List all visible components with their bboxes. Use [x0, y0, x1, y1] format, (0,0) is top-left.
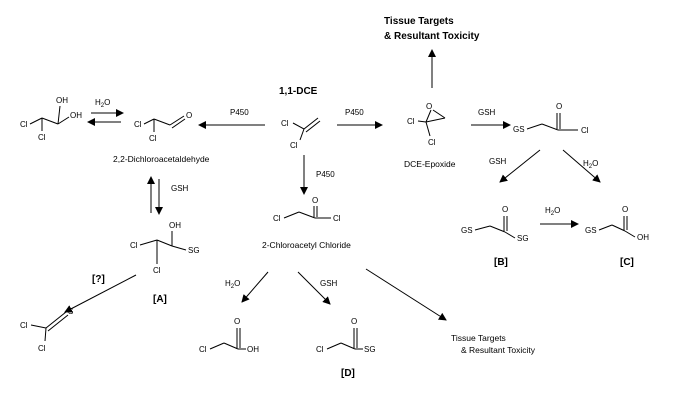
molecule-a: Cl Cl OH SG [A]	[130, 221, 200, 305]
svg-text:O: O	[556, 102, 562, 111]
svg-text:O: O	[351, 317, 357, 326]
molecule-thioketene: Cl Cl S	[20, 307, 73, 353]
svg-text:Cl: Cl	[333, 214, 341, 223]
svg-text:Cl: Cl	[153, 266, 161, 275]
svg-text:Cl: Cl	[199, 345, 207, 354]
svg-text:GS: GS	[585, 226, 597, 235]
dce-cl-bottom: Cl	[290, 141, 298, 150]
arrow-to-d	[297, 271, 331, 305]
svg-text:Cl: Cl	[130, 241, 138, 250]
svg-text:OH: OH	[637, 233, 649, 242]
p450-right: P450	[345, 108, 364, 117]
molecule-chloroacetic-acid: Cl O OH	[199, 317, 259, 354]
svg-text:GS: GS	[461, 226, 473, 235]
svg-text:SG: SG	[188, 246, 200, 255]
label-b: [B]	[494, 257, 508, 268]
svg-text:Cl: Cl	[134, 120, 142, 129]
svg-text:O: O	[622, 205, 628, 214]
svg-text:O: O	[502, 205, 508, 214]
svg-text:Cl: Cl	[38, 344, 46, 353]
svg-text:Cl: Cl	[581, 126, 589, 135]
h2o-b-to-c: H2O	[545, 206, 560, 217]
svg-text:OH: OH	[169, 221, 181, 230]
svg-text:O: O	[426, 102, 432, 111]
svg-text:Cl: Cl	[38, 133, 46, 142]
svg-text:S: S	[68, 307, 73, 316]
gsh-branch: GSH	[320, 279, 338, 288]
svg-text:Cl: Cl	[20, 321, 28, 330]
heading-line1: Tissue Targets	[384, 16, 454, 27]
label-d: [D]	[341, 368, 355, 379]
tissue-targets-line1: Tissue Targets	[451, 333, 506, 343]
label-unknown: [?]	[92, 274, 105, 285]
arrow-to-chloroacetic-acid	[241, 271, 269, 303]
gsh-epoxide: GSH	[478, 108, 496, 117]
molecule-b: GS O SG [B]	[461, 205, 529, 268]
svg-text:OH: OH	[70, 111, 82, 120]
h2o-branch: H2O	[225, 279, 240, 290]
molecule-hydrate: Cl Cl OH OH	[20, 96, 82, 142]
molecule-c: GS O OH [C]	[585, 205, 649, 268]
svg-text:GS: GS	[513, 125, 525, 134]
molecule-dce: 1,1-DCE Cl Cl	[279, 86, 321, 150]
molecule-chloroacetyl-chloride: Cl O Cl 2-Chloroacetyl Chloride	[262, 196, 351, 250]
label-a: [A]	[153, 294, 167, 305]
dce-epoxide-name: DCE-Epoxide	[404, 159, 456, 169]
svg-text:Cl: Cl	[149, 134, 157, 143]
svg-text:O: O	[234, 317, 240, 326]
arrow-to-c	[562, 149, 601, 183]
svg-text:Cl: Cl	[316, 345, 324, 354]
arrow-to-b	[499, 149, 541, 183]
molecule-dichloroacetaldehyde: Cl Cl O 2,2-Dichloroacetaldehyde	[113, 111, 210, 164]
dce-cl-top: Cl	[281, 119, 289, 128]
arrow-to-tissue-targets	[365, 268, 447, 321]
h2o-equilibrium: H2O	[95, 98, 110, 109]
arrow-to-thioketene	[64, 274, 137, 313]
svg-text:OH: OH	[56, 96, 68, 105]
dce-name: 1,1-DCE	[279, 86, 318, 97]
dichloroacetaldehyde-name: 2,2-Dichloroacetaldehyde	[113, 154, 210, 164]
label-c: [C]	[620, 257, 634, 268]
svg-text:Cl: Cl	[20, 120, 28, 129]
h2o-to-c: H2O	[583, 159, 598, 170]
gsh-equilibrium: GSH	[171, 184, 189, 193]
tissue-targets-line2: & Resultant Toxicity	[461, 345, 536, 355]
svg-text:Cl: Cl	[407, 117, 415, 126]
svg-text:SG: SG	[517, 234, 529, 243]
svg-text:O: O	[312, 196, 318, 205]
svg-text:SG: SG	[364, 345, 376, 354]
chloroacetyl-chloride-name: 2-Chloroacetyl Chloride	[262, 240, 351, 250]
svg-text:Cl: Cl	[273, 214, 281, 223]
svg-text:OH: OH	[247, 345, 259, 354]
svg-text:O: O	[186, 111, 192, 120]
molecule-d: Cl O SG [D]	[316, 317, 376, 379]
gsh-to-b: GSH	[489, 157, 507, 166]
p450-down: P450	[316, 170, 335, 179]
svg-text:Cl: Cl	[428, 138, 436, 147]
molecule-dce-epoxide: O Cl Cl DCE-Epoxide	[404, 102, 456, 169]
heading-line2: & Resultant Toxicity	[384, 31, 480, 42]
p450-left: P450	[230, 108, 249, 117]
molecule-gs-acyl-chloride: GS O Cl	[513, 102, 589, 135]
